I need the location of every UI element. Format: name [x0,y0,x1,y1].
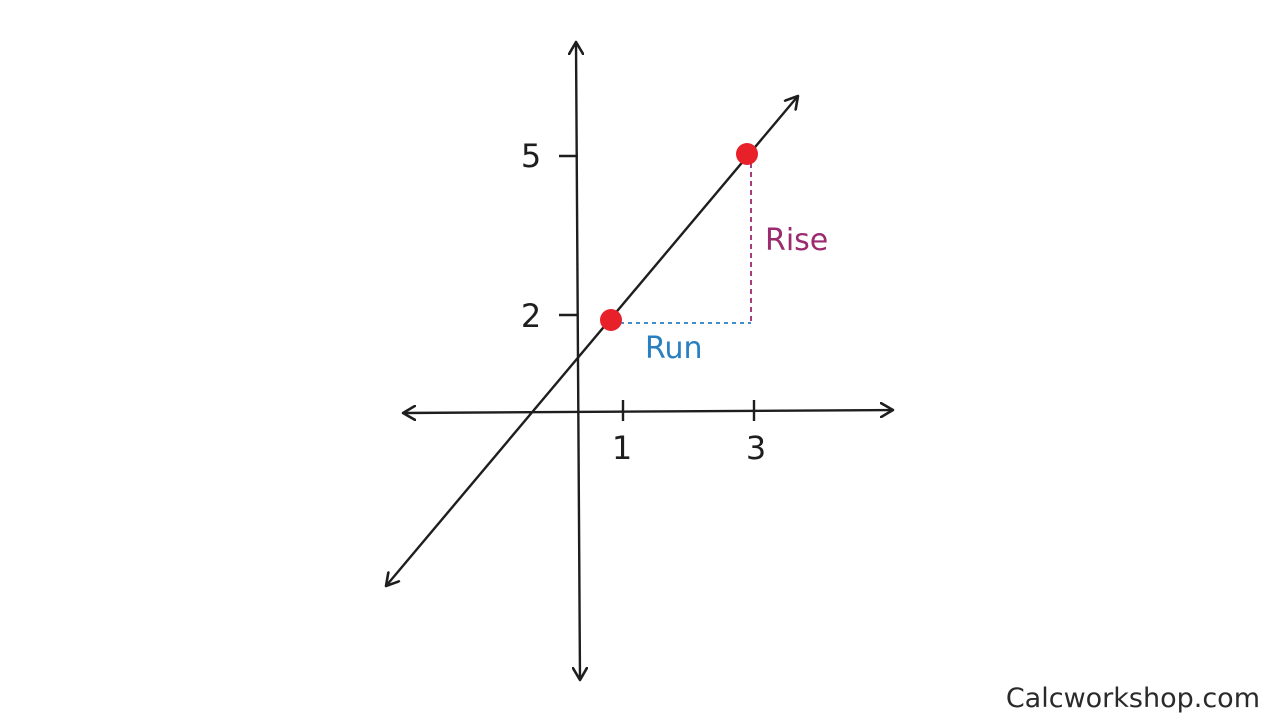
y-tick-label-5: 5 [521,137,541,175]
watermark-text: Calcworkshop.com [1006,683,1260,714]
slope-line [386,96,798,586]
y-tick-label-2: 2 [521,297,541,335]
rise-label: Rise [765,223,828,258]
x-tick-label-3: 3 [746,429,766,467]
x-tick-label-1: 1 [612,429,632,467]
point-3-5 [736,143,758,165]
x-axis [403,410,893,413]
run-label: Run [645,331,703,366]
point-1-2 [600,309,622,331]
